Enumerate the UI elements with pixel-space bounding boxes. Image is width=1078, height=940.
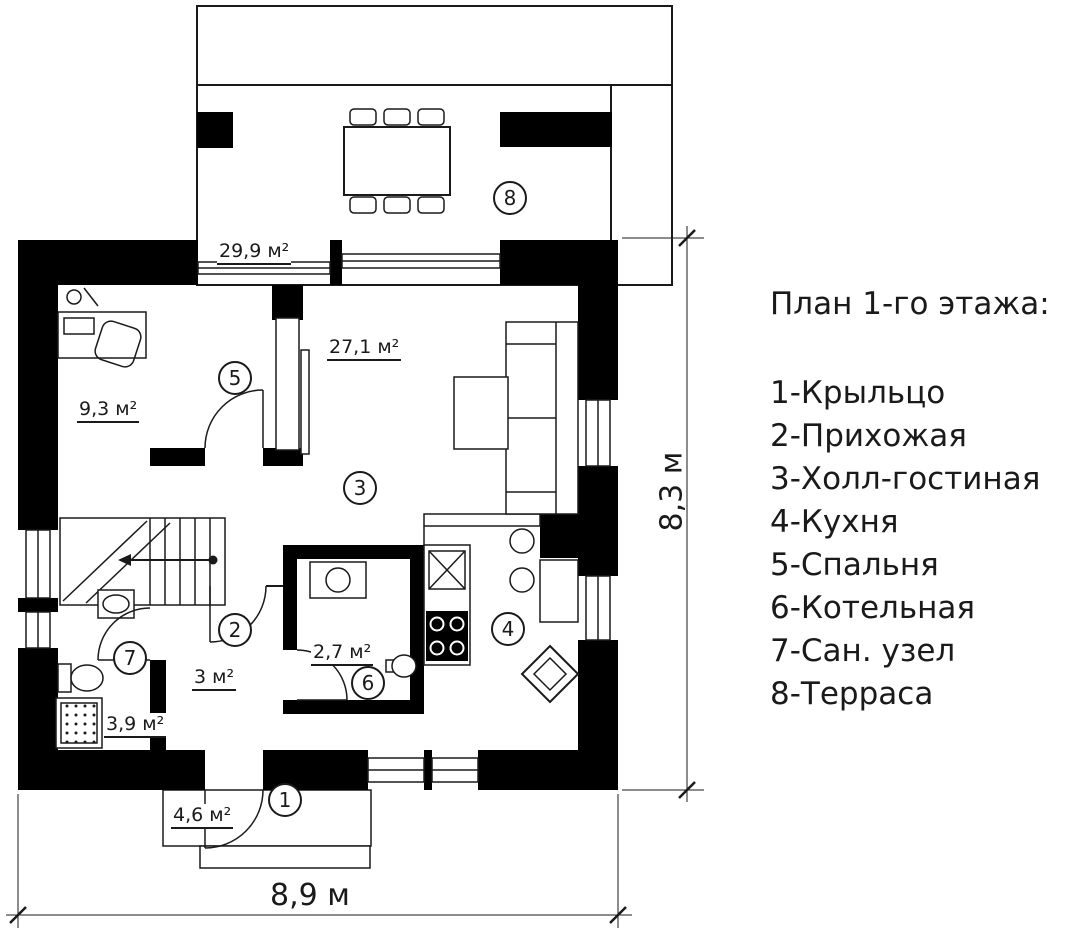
room-badge-4: 4 xyxy=(491,612,525,646)
living-room-furniture xyxy=(300,321,579,515)
legend-item-3: 3-Холл-гостиная xyxy=(770,461,1041,497)
legend-title: План 1-го этажа: xyxy=(770,286,1050,322)
room-badge-5: 5 xyxy=(218,361,252,395)
exterior-walls xyxy=(18,240,618,790)
legend-item-5: 5-Спальня xyxy=(770,547,939,583)
area-label-room-7: 3,9 м² xyxy=(104,713,167,738)
room-badge-1: 1 xyxy=(268,783,302,817)
area-label-room-8: 29,9 м² xyxy=(217,240,292,265)
boiler-room-fixtures xyxy=(309,561,417,678)
kitchen-fixtures xyxy=(423,528,580,704)
legend-item-7: 7-Сан. узел xyxy=(770,633,956,669)
room-badge-8: 8 xyxy=(493,181,527,215)
room-badge-3: 3 xyxy=(343,471,377,505)
legend-items: 1-Крыльцо 2-Прихожая 3-Холл-гостиная 4-К… xyxy=(770,372,1050,716)
area-label-room-2: 3 м² xyxy=(192,666,237,691)
legend-item-1: 1-Крыльцо xyxy=(770,375,946,411)
room-badge-2: 2 xyxy=(218,613,252,647)
windows xyxy=(25,253,611,783)
legend-item-6: 6-Котельная xyxy=(770,590,976,626)
bedroom-desk-and-chair xyxy=(57,287,147,368)
area-label-room-1: 4,6 м² xyxy=(171,804,234,829)
legend-item-2: 2-Прихожая xyxy=(770,418,967,454)
staircase xyxy=(59,517,226,606)
terrace-structure xyxy=(196,5,673,286)
area-label-room-5: 9,3 м² xyxy=(77,398,140,423)
legend: План 1-го этажа: 1-Крыльцо 2-Прихожая 3-… xyxy=(770,286,1050,716)
room-badge-7: 7 xyxy=(113,641,147,675)
legend-item-4: 4-Кухня xyxy=(770,504,899,540)
dimension-lines xyxy=(6,226,704,928)
area-label-room-3: 27,1 м² xyxy=(327,336,402,361)
interior-walls xyxy=(150,285,578,750)
area-label-room-6: 2,7 м² xyxy=(311,641,374,666)
porch-steps xyxy=(162,789,372,869)
terrace-dining-table xyxy=(343,108,451,214)
dimension-height-label: 8,3 м xyxy=(654,451,690,532)
legend-item-8: 8-Терраса xyxy=(770,676,934,712)
bathroom-fixtures xyxy=(55,589,135,749)
room-badge-6: 6 xyxy=(351,666,385,700)
dimension-width-label: 8,9 м xyxy=(270,878,350,913)
